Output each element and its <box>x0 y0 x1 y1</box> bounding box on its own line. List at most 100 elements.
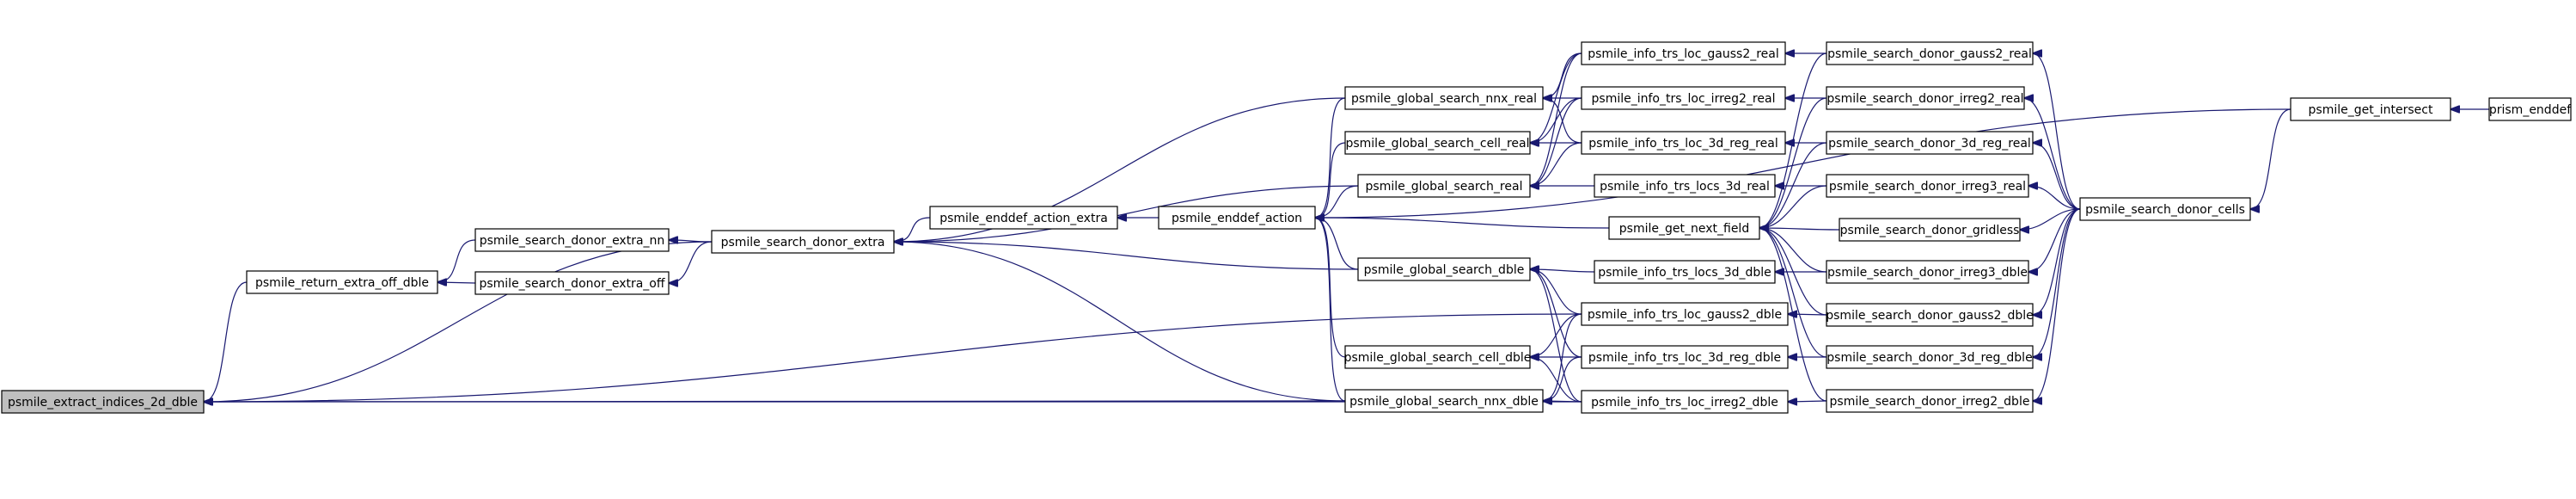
node-label: psmile_info_trs_loc_irreg2_dble <box>1591 396 1778 410</box>
node-label: psmile_search_donor_irreg3_dble <box>1827 266 2028 280</box>
node-psmile-global-search-dble[interactable]: psmile_global_search_dble <box>1357 257 1531 281</box>
node-psmile-search-donor-irreg3-real[interactable]: psmile_search_donor_irreg3_real <box>1826 174 2029 198</box>
node-box <box>1581 86 1786 110</box>
node-box <box>1581 390 1789 414</box>
node-label: psmile_search_donor_extra <box>721 236 885 250</box>
node-box <box>1344 345 1531 369</box>
node-box <box>1594 260 1776 284</box>
node-psmile-global-search-nnx-dble[interactable]: psmile_global_search_nnx_dble <box>1344 389 1544 413</box>
node-psmile-return-extra-off-dble[interactable]: psmile_return_extra_off_dble <box>246 270 438 294</box>
node-psmile-search-donor-3d-reg-dble[interactable]: psmile_search_donor_3d_reg_dble <box>1826 345 2034 369</box>
node-box <box>2290 97 2451 121</box>
node-psmile-info-trs-locs-3d-real[interactable]: psmile_info_trs_locs_3d_real <box>1594 174 1776 198</box>
node-box <box>1 390 205 414</box>
node-label: psmile_enddef_action <box>1172 212 1302 225</box>
edge-psmile_search_donor_irreg2_dble-to-psmile_info_trs_loc_irreg2_dble <box>1788 401 1827 402</box>
node-psmile-info-trs-locs-3d-dble[interactable]: psmile_info_trs_locs_3d_dble <box>1594 260 1776 284</box>
edge-psmile_info_trs_loc_3d_reg_dble-to-psmile_global_search_nnx_dble <box>1543 356 1582 401</box>
edge-psmile_global_search_real-to-psmile_enddef_action <box>1315 185 1359 218</box>
node-prism-enddef[interactable]: prism_enddef <box>2488 97 2572 121</box>
node-psmile-search-donor-irreg2-dble[interactable]: psmile_search_donor_irreg2_dble <box>1826 389 2034 413</box>
node-psmile-info-trs-loc-gauss2-real[interactable]: psmile_info_trs_loc_gauss2_real <box>1581 41 1786 65</box>
node-label: psmile_info_trs_loc_gauss2_real <box>1588 47 1779 61</box>
node-label: psmile_get_intersect <box>2309 103 2433 117</box>
node-psmile-get-next-field[interactable]: psmile_get_next_field <box>1608 216 1760 240</box>
edge-psmile_global_search_cell_dble-to-psmile_enddef_action <box>1315 218 1346 358</box>
edge-psmile_search_donor_cells-to-psmile_search_donor_irreg2_dble <box>2033 208 2081 401</box>
node-label: psmile_global_search_nnx_dble <box>1349 395 1539 409</box>
edge-psmile_info_trs_loc_gauss2_dble-to-psmile_global_search_dble <box>1530 269 1582 315</box>
node-psmile-search-donor-extra-off[interactable]: psmile_search_donor_extra_off <box>474 271 670 295</box>
node-psmile-search-donor-irreg2-real[interactable]: psmile_search_donor_irreg2_real <box>1826 86 2025 110</box>
node-box <box>1581 345 1789 369</box>
node-psmile-extract-indices-2d-dble[interactable]: psmile_extract_indices_2d_dble <box>1 390 205 414</box>
edge-psmile_get_intersect-to-psmile_search_donor_cells <box>2250 108 2291 209</box>
node-box <box>474 228 670 252</box>
edge-psmile_global_search_nnx_dble-to-psmile_enddef_action <box>1315 218 1346 402</box>
node-psmile-search-donor-3d-reg-real[interactable]: psmile_search_donor_3d_reg_real <box>1826 131 2034 155</box>
node-psmile-info-trs-loc-3d-reg-real[interactable]: psmile_info_trs_loc_3d_reg_real <box>1581 131 1786 155</box>
node-label: psmile_search_donor_3d_reg_real <box>1828 137 2031 151</box>
node-label: psmile_get_next_field <box>1619 222 1749 236</box>
node-psmile-search-donor-gridless[interactable]: psmile_search_donor_gridless <box>1839 218 2021 242</box>
graph-edges <box>204 53 2489 402</box>
edge-psmile_info_trs_loc_gauss2_real-to-psmile_global_search_real <box>1530 52 1582 186</box>
node-psmile-search-donor-gauss2-dble[interactable]: psmile_search_donor_gauss2_dble <box>1826 303 2034 327</box>
graph-nodes: psmile_extract_indices_2d_dble psmile_ret… <box>1 41 2572 414</box>
node-box <box>1826 260 2029 284</box>
edge-psmile_info_trs_loc_irreg2_dble-to-psmile_global_search_nnx_dble <box>1543 401 1582 402</box>
node-psmile-info-trs-loc-3d-reg-dble[interactable]: psmile_info_trs_loc_3d_reg_dble <box>1581 345 1789 369</box>
edge-psmile_search_donor_cells-to-psmile_search_donor_3d_reg_real <box>2033 143 2081 210</box>
node-box <box>1826 131 2034 155</box>
node-box <box>1581 131 1786 155</box>
node-box <box>929 206 1118 230</box>
node-psmile-info-trs-loc-gauss2-dble[interactable]: psmile_info_trs_loc_gauss2_dble <box>1581 302 1789 326</box>
node-psmile-search-donor-irreg3-dble[interactable]: psmile_search_donor_irreg3_dble <box>1826 260 2029 284</box>
node-psmile-global-search-real[interactable]: psmile_global_search_real <box>1357 174 1531 198</box>
node-label: psmile_search_donor_extra_nn <box>480 234 665 248</box>
node-label: psmile_info_trs_loc_gauss2_dble <box>1588 308 1782 322</box>
node-psmile-get-intersect[interactable]: psmile_get_intersect <box>2290 97 2451 121</box>
edge-psmile_search_donor_cells-to-psmile_search_donor_irreg3_dble <box>2028 208 2081 272</box>
node-box <box>1608 216 1760 240</box>
node-psmile-info-trs-loc-irreg2-dble[interactable]: psmile_info_trs_loc_irreg2_dble <box>1581 390 1789 414</box>
node-box <box>1357 174 1531 198</box>
node-label: psmile_info_trs_loc_3d_reg_real <box>1588 137 1778 151</box>
edge-psmile_global_search_dble-to-psmile_enddef_action <box>1315 218 1359 270</box>
node-psmile-search-donor-extra[interactable]: psmile_search_donor_extra <box>711 230 895 254</box>
node-psmile-enddef-action-extra[interactable]: psmile_enddef_action_extra <box>929 206 1118 230</box>
node-box <box>246 270 438 294</box>
node-box <box>1344 131 1531 155</box>
node-box <box>1581 302 1789 326</box>
node-label: psmile_search_donor_irreg2_real <box>1826 92 2023 106</box>
node-box <box>1826 86 2025 110</box>
edge-psmile_search_donor_gridless-to-psmile_get_next_field <box>1759 228 1840 230</box>
node-label: psmile_enddef_action_extra <box>939 212 1108 225</box>
node-psmile-search-donor-cells[interactable]: psmile_search_donor_cells <box>2079 197 2251 221</box>
edge-psmile_search_donor_cells-to-psmile_search_donor_irreg3_real <box>2028 186 2081 210</box>
node-psmile-search-donor-extra-nn[interactable]: psmile_search_donor_extra_nn <box>474 228 670 252</box>
edge-psmile_enddef_action_extra-to-psmile_search_donor_extra <box>894 217 931 242</box>
node-box <box>1344 86 1544 110</box>
node-psmile-search-donor-gauss2-real[interactable]: psmile_search_donor_gauss2_real <box>1826 41 2034 65</box>
edge-psmile_search_donor_cells-to-psmile_search_donor_gridless <box>2020 208 2081 230</box>
edge-psmile_global_search_nnx_dble-to-psmile_search_donor_extra <box>894 242 1346 402</box>
node-label: psmile_search_donor_extra_off <box>479 277 664 291</box>
node-psmile-enddef-action[interactable]: psmile_enddef_action <box>1158 206 1316 230</box>
node-label: psmile_global_search_real <box>1366 180 1523 194</box>
node-label: psmile_global_search_dble <box>1364 263 1525 277</box>
node-psmile-global-search-cell-real[interactable]: psmile_global_search_cell_real <box>1344 131 1531 155</box>
edge-psmile_search_donor_3d_reg_real-to-psmile_get_next_field <box>1759 142 1827 228</box>
node-psmile-info-trs-loc-irreg2-real[interactable]: psmile_info_trs_loc_irreg2_real <box>1581 86 1786 110</box>
node-psmile-global-search-cell-dble[interactable]: psmile_global_search_cell_dble <box>1344 345 1532 369</box>
node-label: psmile_info_trs_locs_3d_real <box>1600 180 1770 194</box>
node-label: psmile_info_trs_loc_irreg2_real <box>1592 92 1776 106</box>
node-psmile-global-search-nnx-real[interactable]: psmile_global_search_nnx_real <box>1344 86 1544 110</box>
node-label: psmile_search_donor_gridless <box>1840 224 2020 237</box>
node-box <box>1826 174 2029 198</box>
node-box <box>1826 303 2034 327</box>
node-label: psmile_return_extra_off_dble <box>255 276 429 290</box>
node-box <box>2488 97 2572 121</box>
node-box <box>474 271 670 295</box>
edge-psmile_search_donor_3d_reg_dble-to-psmile_get_next_field <box>1759 228 1827 358</box>
